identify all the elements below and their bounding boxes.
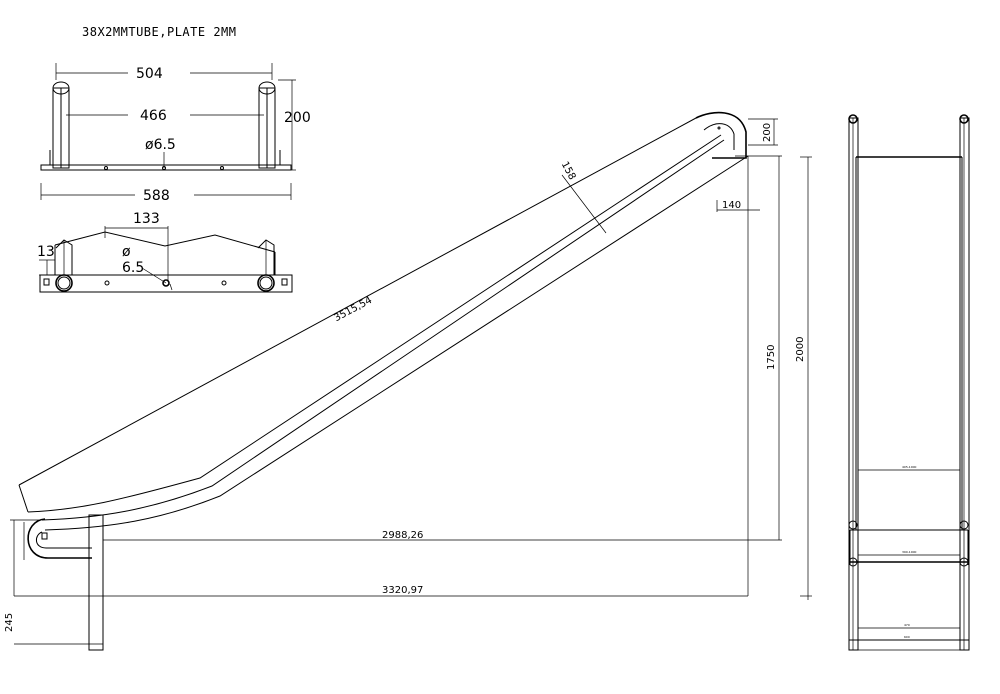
plate-hole-1 — [104, 166, 108, 170]
slide-top-edge — [18, 117, 697, 486]
slide-bed-upper — [27, 134, 722, 513]
dim-offset-133: 133 — [133, 211, 160, 227]
end-label-3: 470 — [904, 623, 910, 627]
base-hole-3 — [221, 280, 227, 286]
dim-total-run: 3320,97 — [382, 585, 423, 596]
top-handrail-inner — [703, 123, 735, 150]
left-sleeve — [55, 239, 73, 275]
tube-right — [257, 274, 275, 292]
end-label-4: 600 — [904, 635, 910, 639]
dim-bed-width: 158 — [559, 160, 578, 182]
base-top-view: 133 13 ø 6.5 — [37, 211, 293, 293]
slide-end-edge — [18, 484, 29, 513]
plate-hole-2 — [162, 166, 166, 170]
dim-vertical-height: 1750 — [766, 345, 777, 370]
plate-hole-3 — [220, 166, 224, 170]
exit-loop-inner — [36, 531, 92, 549]
base-profile-sides — [54, 245, 276, 275]
dim-158-line — [561, 174, 607, 234]
tube-right-inner — [259, 276, 273, 290]
dim-exit-height: 245 — [4, 613, 15, 632]
base-plate-top — [39, 274, 293, 293]
dim-inner-width: 466 — [140, 108, 167, 124]
plate-slot-left — [43, 278, 50, 286]
hole-leader-tick — [169, 283, 173, 291]
dim-hole-value: 6.5 — [122, 260, 144, 276]
top-bolt — [717, 126, 721, 130]
end-label-2: 390-1000 — [902, 550, 917, 554]
tube-left-inner — [57, 276, 71, 290]
end-joint-right-lower — [959, 557, 969, 567]
exit-loop — [27, 518, 92, 559]
base-hole-1 — [104, 280, 110, 286]
end-joint-left-lower — [848, 557, 858, 567]
end-post-right — [959, 117, 970, 651]
slide-side-view: 158 3515,54 200 140 1750 2000 2988,26 33… — [4, 111, 812, 651]
end-post-left-cap — [848, 114, 858, 124]
top-handrail — [695, 111, 747, 159]
dim-horizontal-run: 2988,26 — [382, 530, 423, 541]
base-profile-top — [54, 231, 276, 253]
dim-plate-length: 588 — [143, 188, 170, 204]
right-sleeve — [257, 239, 275, 275]
left-post-cap — [52, 81, 70, 95]
dim-rail-height: 140 — [722, 200, 741, 211]
end-joint-right-upper — [959, 520, 969, 530]
end-post-left — [848, 117, 859, 651]
dim-front-height: 200 — [284, 110, 311, 126]
right-post-cap — [258, 81, 276, 95]
end-label-1: 405-1000 — [902, 465, 917, 469]
end-post-right-cap — [959, 114, 969, 124]
dim-edge-13: 13 — [37, 244, 55, 260]
base-plate — [40, 164, 292, 171]
dim-total-height: 2000 — [795, 337, 806, 362]
hole-leader-2 — [141, 267, 167, 284]
dim-hole-symbol: ø — [122, 244, 131, 260]
slide-bed-middle — [41, 139, 725, 521]
slide-end-view: 405-1000 390-1000 470 600 — [848, 114, 970, 651]
base-hole-2 — [162, 279, 170, 287]
dim-top-height: 200 — [762, 123, 773, 142]
plate-slot-right — [281, 278, 288, 286]
dim-slide-length: 3515,54 — [332, 295, 374, 324]
dim-hole-dia: ø6.5 — [145, 137, 176, 153]
dim-outer-width: 504 — [136, 66, 163, 82]
support-leg — [88, 514, 104, 651]
material-note: 38X2MMTUBE,PLATE 2MM — [82, 25, 237, 39]
slide-bed-lower — [44, 155, 749, 531]
end-joint-left-upper — [848, 520, 858, 530]
front-view: 504 466 200 ø6.5 588 — [40, 63, 311, 204]
tube-left — [55, 274, 73, 292]
exit-bolt — [41, 532, 48, 540]
